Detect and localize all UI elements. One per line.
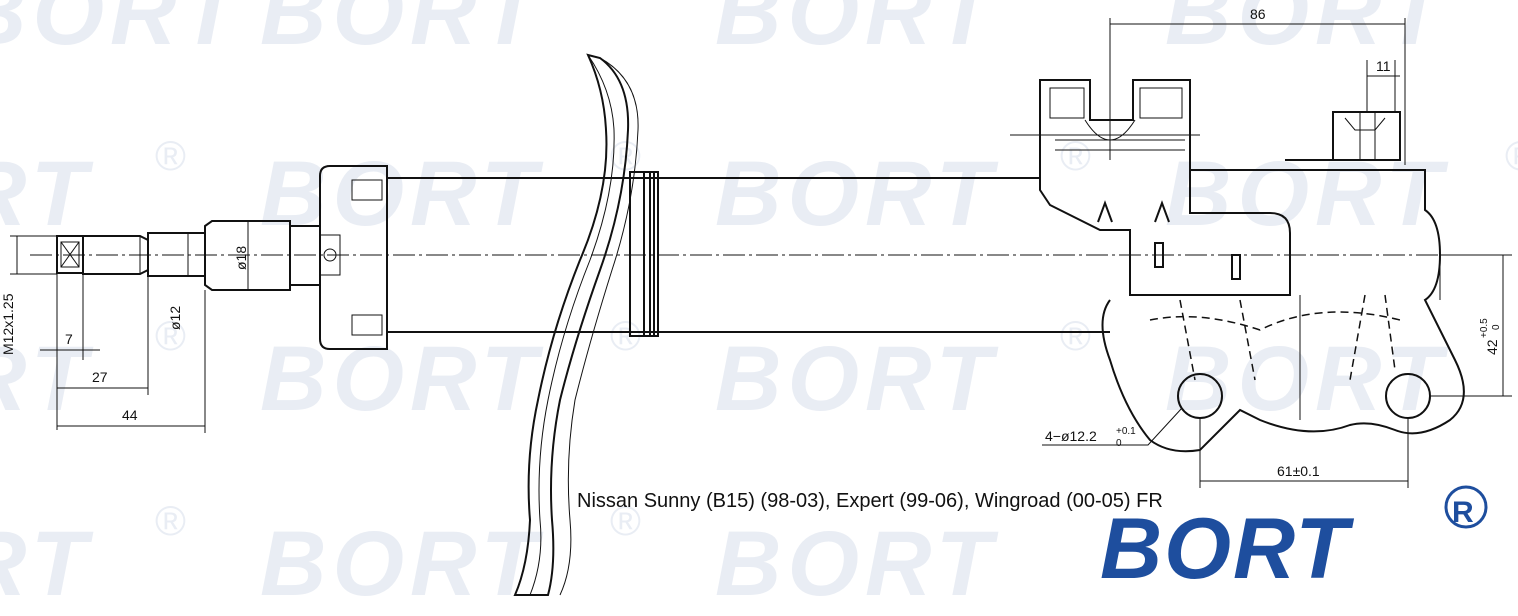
length-7-label: 7 — [65, 331, 73, 347]
thread-dim-label: M12x1.25 — [0, 293, 16, 355]
bort-logo: BORT R — [1100, 485, 1488, 597]
body-tube — [387, 171, 1110, 337]
height-tol-upper: +0.5 — [1479, 318, 1490, 338]
watermark-text: BORT — [715, 143, 999, 245]
watermark-text: BORT — [1165, 143, 1449, 245]
width-86-label: 86 — [1250, 6, 1266, 22]
top-cap — [319, 165, 388, 350]
watermark-registered: ® — [155, 132, 186, 179]
watermark-text: BORT — [260, 513, 544, 615]
watermark-text: BORT — [0, 143, 94, 245]
holes-tol-upper: +0.1 — [1116, 426, 1136, 437]
height-tol-lower: 0 — [1491, 324, 1502, 330]
watermark-registered: ® — [155, 497, 186, 544]
holes-dim-label: 4−ø12.2 — [1045, 428, 1097, 444]
watermark-text: BORT — [0, 328, 94, 430]
diameter-18-label: ø18 — [233, 246, 249, 270]
diameter-12-label: ø12 — [167, 306, 183, 330]
length-44-label: 44 — [122, 407, 138, 423]
dimensions: M12x1.25 ø18 ø12 7 27 44 86 11 4−ø12.2 — [0, 6, 1512, 488]
watermark-text: BORT — [260, 0, 544, 64]
length-27-label: 27 — [92, 369, 108, 385]
upper-bracket — [1010, 79, 1291, 296]
watermark-text: BORT — [260, 143, 544, 245]
watermark-text: BORT — [0, 0, 244, 64]
vehicle-caption: Nissan Sunny (B15) (98-03), Expert (99-0… — [577, 490, 1163, 512]
watermark-registered: ® — [155, 312, 186, 359]
width-11-label: 11 — [1376, 58, 1391, 74]
spacing-dim-label: 61±0.1 — [1277, 463, 1320, 479]
watermark-text: BORT — [715, 513, 999, 615]
watermark-registered: ® — [1060, 312, 1091, 359]
logo-registered: R — [1452, 496, 1474, 529]
watermark-text: BORT — [0, 513, 94, 615]
watermark-text: BORT — [260, 328, 544, 430]
watermark-text: BORT — [1165, 0, 1449, 64]
height-dim-label: 42 — [1484, 339, 1500, 355]
watermark-registered: ® — [1060, 132, 1091, 179]
registered-icon — [1444, 485, 1488, 529]
watermark-text: BORT — [1165, 328, 1449, 430]
logo-text: BORT — [1100, 501, 1355, 597]
holes-tol-lower: 0 — [1116, 438, 1122, 449]
watermark-registered: ® — [610, 497, 641, 544]
watermark-registered: ® — [1505, 132, 1518, 179]
spring-seat — [513, 53, 639, 596]
watermark-text: BORT — [715, 0, 999, 64]
watermark-text: BORT — [715, 328, 999, 430]
